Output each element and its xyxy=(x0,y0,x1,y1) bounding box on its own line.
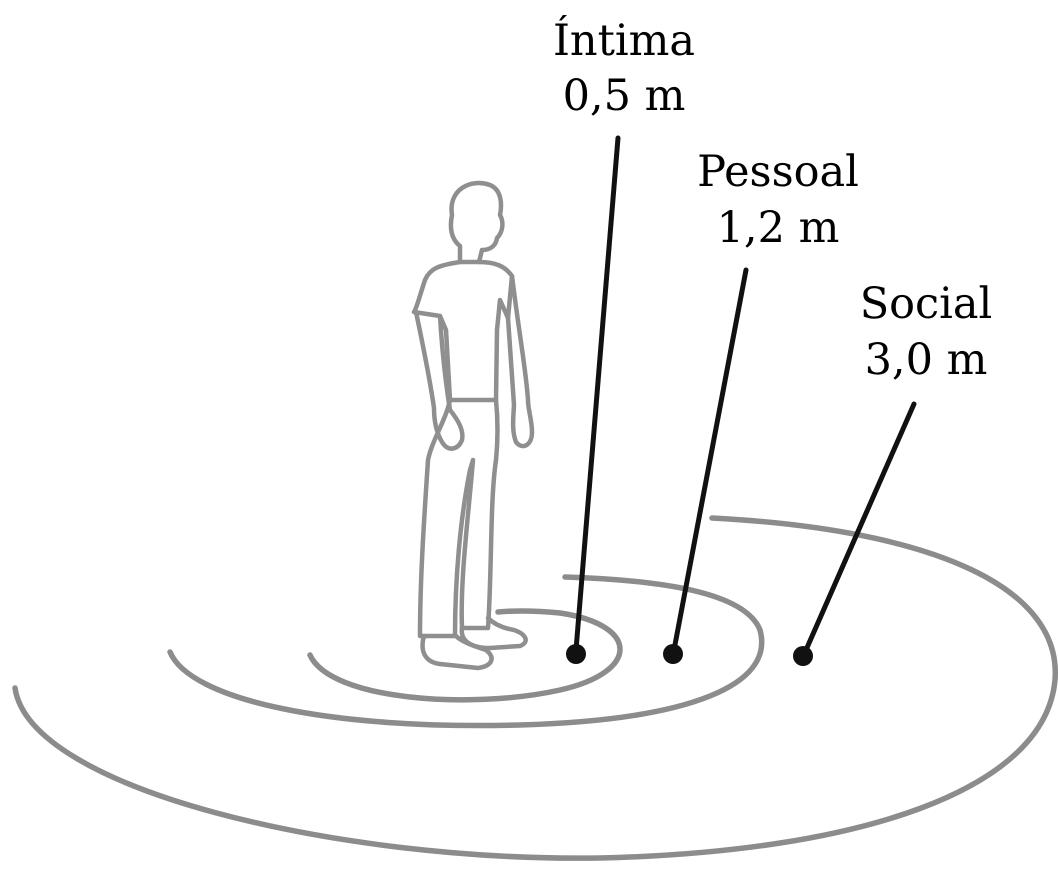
label-pessoal-distance: 1,2 m xyxy=(717,203,840,253)
person-left-foot xyxy=(420,633,494,671)
label-intima-distance: 0,5 m xyxy=(563,71,686,121)
person-left-arm xyxy=(413,309,465,451)
label-intima-name: Íntima xyxy=(553,15,695,66)
zone-rings xyxy=(12,515,1058,861)
ring-social xyxy=(12,515,1058,861)
label-social-name: Social xyxy=(860,279,993,329)
label-social-distance: 3,0 m xyxy=(865,335,988,385)
ring-intima xyxy=(307,608,623,703)
ring-pessoal xyxy=(167,574,765,729)
person-right-foot xyxy=(459,615,528,651)
leader-pessoal xyxy=(671,267,749,653)
leader-social xyxy=(803,401,917,653)
anchor-dot-intima xyxy=(566,644,586,664)
anchor-dot-pessoal xyxy=(663,644,683,664)
label-pessoal-name: Pessoal xyxy=(697,147,859,197)
person-head xyxy=(448,180,505,265)
person-figure xyxy=(411,180,535,671)
leader-lines xyxy=(566,135,917,666)
person-right-arm xyxy=(505,273,535,449)
anchor-dot-social xyxy=(793,646,813,666)
leader-intima xyxy=(573,135,621,653)
zone-labels: Íntima 0,5 m Pessoal 1,2 m Social 3,0 m xyxy=(553,15,992,385)
person-legs xyxy=(417,397,500,639)
